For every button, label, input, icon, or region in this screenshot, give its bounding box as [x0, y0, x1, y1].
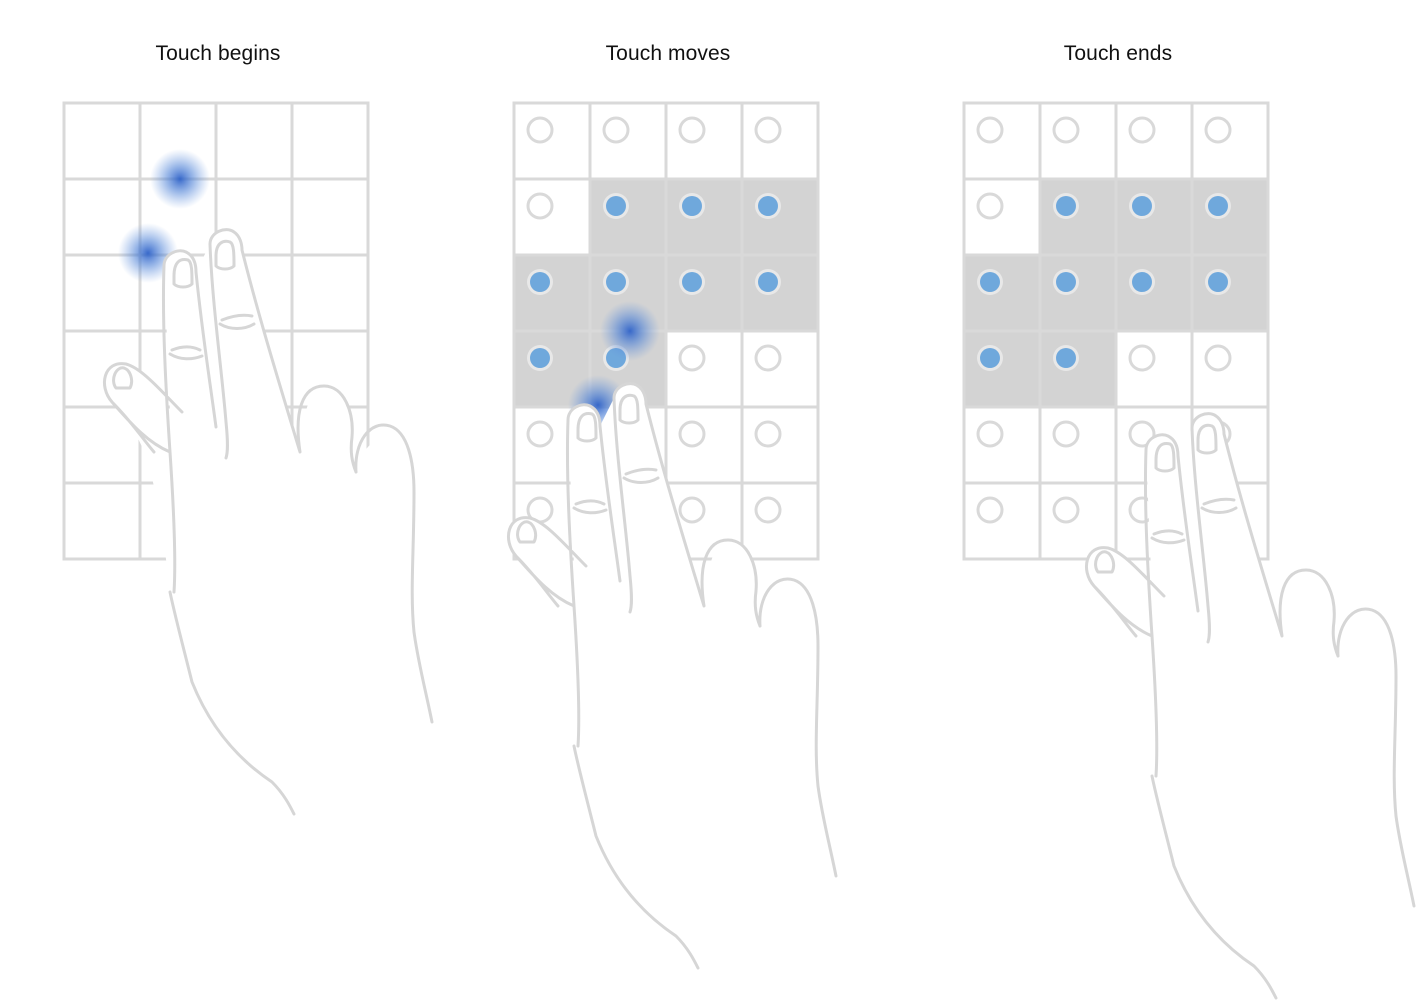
selection-dot-empty: [528, 118, 552, 142]
selection-dot-filled: [1132, 196, 1152, 216]
selection-dot-filled: [606, 196, 626, 216]
selected-cell: [1192, 255, 1268, 331]
selection-dot-filled: [758, 196, 778, 216]
selection-dot-empty: [680, 346, 704, 370]
touch-point-glow: [600, 301, 660, 361]
selected-cell: [590, 179, 666, 255]
selected-cell: [964, 255, 1040, 331]
selection-dot-filled: [1208, 272, 1228, 292]
selection-dot-filled: [758, 272, 778, 292]
selected-cell: [1040, 179, 1116, 255]
selection-dot-empty: [604, 118, 628, 142]
selected-cell: [514, 255, 590, 331]
selected-cell: [742, 179, 818, 255]
selected-cell: [1116, 255, 1192, 331]
selection-dot-empty: [680, 118, 704, 142]
selection-dot-filled: [1056, 348, 1076, 368]
selection-dot-empty: [756, 118, 780, 142]
selection-dot-empty: [756, 422, 780, 446]
selection-dot-empty: [978, 422, 1002, 446]
selection-dot-filled: [606, 272, 626, 292]
hand-fill: [508, 384, 836, 968]
selection-dot-filled: [682, 196, 702, 216]
selected-cell: [1040, 255, 1116, 331]
selected-cell: [666, 179, 742, 255]
selection-dot-empty: [680, 498, 704, 522]
selected-cell: [1192, 179, 1268, 255]
two-finger-hand-icon: [104, 230, 432, 814]
selection-dot-filled: [1208, 196, 1228, 216]
panel-3: [964, 103, 1414, 998]
selection-dot-filled: [1056, 196, 1076, 216]
hand-fill: [104, 230, 432, 814]
selection-dot-empty: [756, 346, 780, 370]
selection-dot-empty: [1206, 118, 1230, 142]
selection-dot-empty: [978, 118, 1002, 142]
selected-cell: [1040, 331, 1116, 407]
selection-dot-empty: [1130, 346, 1154, 370]
touch-point-glow: [150, 149, 210, 209]
selection-dot-filled: [1056, 272, 1076, 292]
selection-dot-empty: [1054, 498, 1078, 522]
selection-dot-empty: [978, 498, 1002, 522]
selection-dot-empty: [1206, 346, 1230, 370]
selected-cell: [742, 255, 818, 331]
selection-dot-empty: [978, 194, 1002, 218]
selection-dot-empty: [756, 498, 780, 522]
selection-dot-empty: [528, 194, 552, 218]
selection-dot-empty: [1130, 118, 1154, 142]
selection-dot-filled: [530, 272, 550, 292]
selected-cell: [1116, 179, 1192, 255]
two-finger-hand-icon: [508, 384, 836, 968]
selection-dot-filled: [980, 272, 1000, 292]
panel-2: [508, 103, 836, 968]
panel-1: [64, 103, 432, 814]
selection-dot-empty: [1054, 422, 1078, 446]
selection-dot-filled: [980, 348, 1000, 368]
selection-dot-empty: [528, 422, 552, 446]
selected-cell: [964, 331, 1040, 407]
selection-dot-filled: [530, 348, 550, 368]
selection-dot-filled: [1132, 272, 1152, 292]
selection-dot-empty: [680, 422, 704, 446]
selection-dot-filled: [682, 272, 702, 292]
selection-dot-empty: [1054, 118, 1078, 142]
selected-cell: [666, 255, 742, 331]
